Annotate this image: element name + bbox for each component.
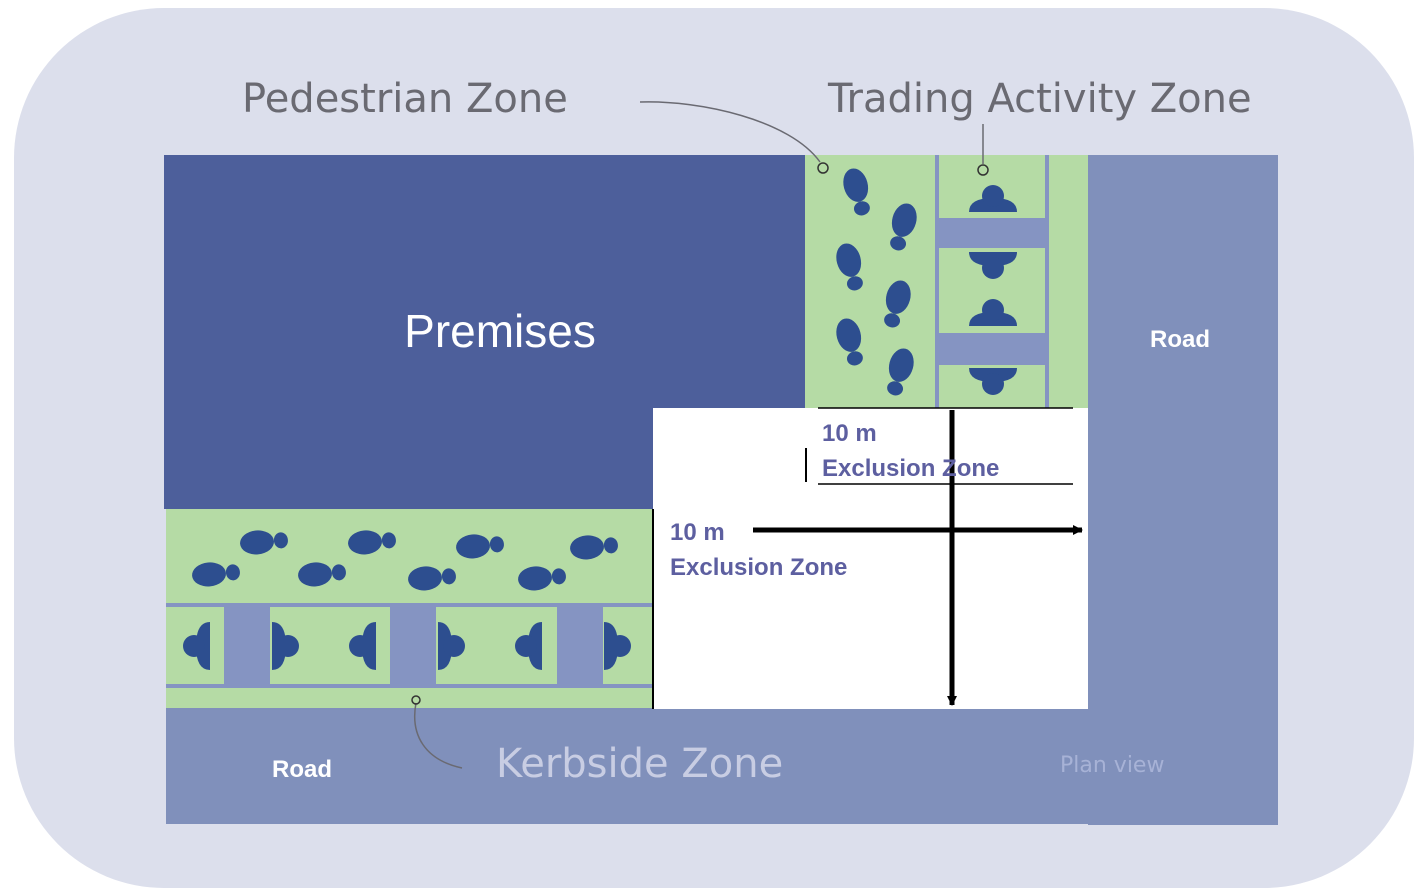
person-icon	[272, 622, 299, 670]
stall-table-icon	[557, 607, 603, 686]
footprint-icon	[240, 530, 288, 555]
road-bottom	[166, 708, 1278, 824]
stall-table-icon	[939, 333, 1047, 365]
kerbside-callout-dot	[411, 695, 421, 705]
person-icon	[604, 622, 631, 670]
right-strip-icons	[836, 168, 1047, 396]
footprint-icon	[348, 530, 396, 555]
person-icon	[969, 368, 1017, 395]
footprint-icon	[836, 318, 863, 366]
footprint-icon	[192, 562, 240, 587]
footprint-icon	[836, 243, 863, 291]
kerbside-zone-label: Kerbside Zone	[496, 741, 783, 787]
exclusion-top-distance: 10 m	[822, 420, 877, 447]
exclusion-left-distance: 10 m	[670, 519, 725, 546]
stall-table-icon	[224, 607, 270, 686]
person-icon	[438, 622, 465, 670]
person-icon	[969, 252, 1017, 279]
stall-table-icon	[390, 607, 436, 686]
person-icon	[969, 299, 1017, 326]
footprint-icon	[408, 566, 456, 591]
footprint-icon	[298, 562, 346, 587]
footprint-icon	[884, 280, 911, 328]
bottom-strip-icons	[183, 530, 631, 686]
footprint-icon	[887, 348, 914, 396]
person-icon	[515, 622, 542, 670]
pedestrian-zone-label: Pedestrian Zone	[242, 76, 568, 122]
footprint-icon	[518, 566, 566, 591]
stall-table-icon	[939, 218, 1047, 248]
exclusion-zone-area	[802, 408, 1088, 509]
trading-activity-zone-label: Trading Activity Zone	[827, 76, 1252, 122]
premises-label: Premises	[404, 305, 596, 357]
person-icon	[969, 185, 1017, 212]
pedestrian-callout-dot	[817, 162, 829, 174]
person-icon	[183, 622, 210, 670]
footprint-icon	[570, 535, 618, 560]
kerbside-callout-line	[414, 702, 463, 769]
footprint-icon	[843, 168, 870, 216]
footprint-icon	[890, 203, 917, 251]
road-label-right: Road	[1150, 326, 1210, 353]
exclusion-top-label: Exclusion Zone	[822, 455, 999, 482]
pedestrian-callout-line	[639, 101, 821, 163]
road-label-bottom: Road	[272, 756, 332, 783]
trading-callout-dot	[977, 164, 989, 176]
person-icon	[349, 622, 376, 670]
footprint-icon	[456, 534, 504, 559]
plan-view-label: Plan view	[1060, 753, 1164, 778]
exclusion-left-label: Exclusion Zone	[670, 554, 847, 581]
